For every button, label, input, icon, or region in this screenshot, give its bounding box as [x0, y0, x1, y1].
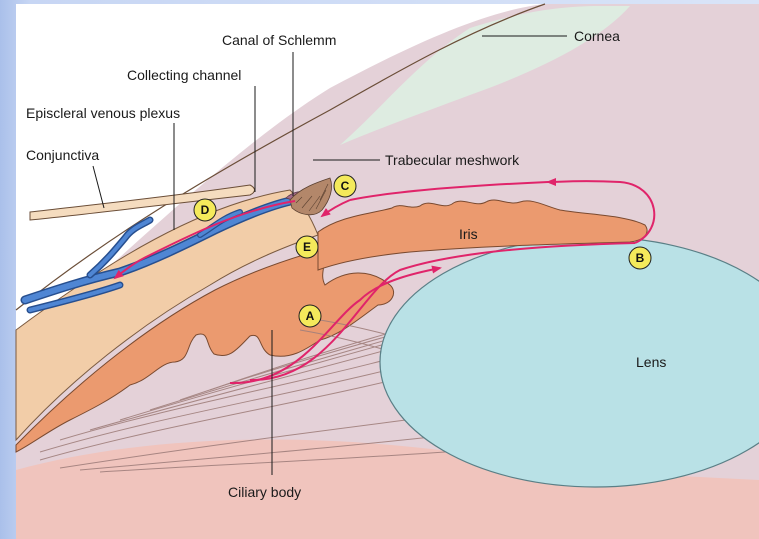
label-episcleral-venous-plexus: Episcleral venous plexus — [26, 105, 180, 121]
marker-e-label: E — [303, 240, 311, 254]
marker-d-label: D — [201, 203, 210, 217]
label-conjunctiva: Conjunctiva — [26, 147, 99, 163]
marker-a: A — [299, 305, 321, 327]
marker-c-label: C — [341, 179, 350, 193]
marker-d: D — [194, 199, 216, 221]
label-collecting-channel: Collecting channel — [127, 67, 241, 83]
label-trabecular-meshwork: Trabecular meshwork — [385, 152, 520, 168]
label-lens: Lens — [636, 354, 666, 370]
marker-e: E — [296, 236, 318, 258]
label-ciliary-body: Ciliary body — [228, 484, 301, 500]
marker-b: B — [629, 247, 651, 269]
marker-a-label: A — [306, 309, 315, 323]
label-iris: Iris — [459, 226, 478, 242]
marker-b-label: B — [636, 251, 645, 265]
label-canal-of-schlemm: Canal of Schlemm — [222, 32, 336, 48]
label-cornea: Cornea — [574, 28, 620, 44]
marker-c: C — [334, 175, 356, 197]
